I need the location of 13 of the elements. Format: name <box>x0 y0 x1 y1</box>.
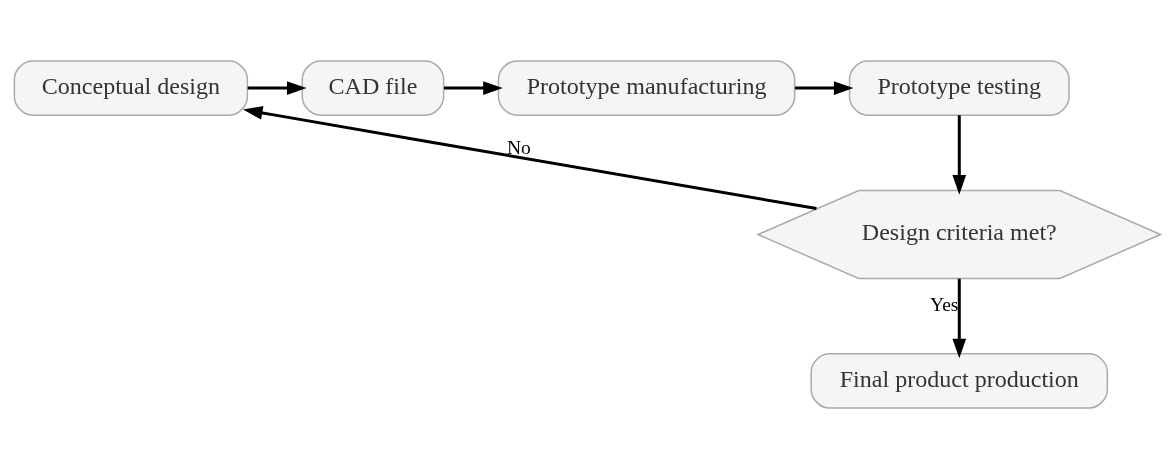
edge-label: Yes <box>930 294 959 316</box>
arrow <box>952 278 967 359</box>
edge-label: No <box>506 137 531 159</box>
arrow <box>444 81 503 95</box>
node-box: Conceptual design <box>13 60 249 116</box>
arrow <box>243 106 817 211</box>
node-box: Prototype testing <box>848 60 1070 116</box>
arrow <box>952 115 967 195</box>
node-box: CAD file <box>301 60 445 116</box>
node-box: Final product production <box>810 353 1109 409</box>
node-box: Prototype manufacturing <box>497 60 796 116</box>
arrow <box>795 81 854 95</box>
arrow <box>247 81 307 95</box>
